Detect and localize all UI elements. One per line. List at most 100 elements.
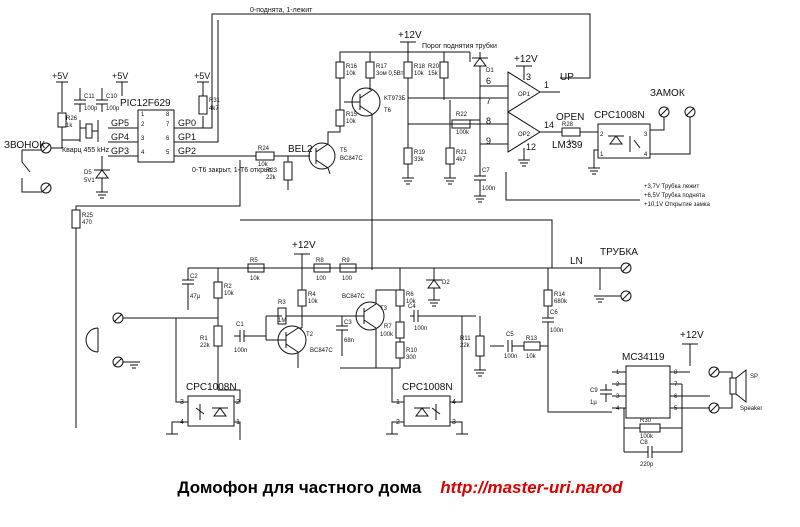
r17-body (365, 61, 375, 79)
t2-symbol (265, 268, 303, 368)
r11-ref: R11 (460, 336, 471, 342)
pin-num-2: 2 (141, 122, 145, 128)
d2-ref: D2 (442, 280, 450, 286)
relay3-body (403, 395, 451, 427)
r13-val: 10k (526, 354, 537, 360)
audio-amp: +12V MC34119 1 2 3 4 5 6 7 8 C9 1µ R30 1… (590, 330, 762, 468)
r5-body (247, 263, 265, 273)
pin-num-3: 3 (141, 136, 145, 142)
r9-body (339, 263, 357, 273)
amp-pin5: 5 (674, 406, 678, 412)
rail-12v-mid (294, 253, 310, 268)
net-up: UP (560, 72, 574, 83)
c8-ref: C8 (640, 440, 648, 446)
r24-body (255, 151, 275, 161)
r26-ref: R26 (66, 116, 78, 122)
c1-plates (239, 330, 245, 342)
r28-ref: R28 (562, 122, 574, 128)
r25-ref: R25 (82, 213, 94, 219)
r19-ref: R19 (414, 150, 426, 156)
t2-ref: T2 (306, 332, 314, 338)
pin-num-8: 8 (166, 112, 170, 118)
lm339-label: LM339 (552, 140, 583, 151)
c5-plates (474, 316, 524, 377)
r17-ref: R17 (376, 64, 388, 70)
trubka-slash-1 (621, 263, 631, 273)
microphone (85, 312, 218, 369)
c10-plates (96, 88, 108, 112)
c2-plates (182, 268, 194, 310)
c9-plates (600, 384, 612, 402)
ground-d5 (96, 191, 108, 199)
r21-body (445, 147, 455, 165)
op1-label: OP1 (518, 92, 531, 98)
c6-val: 100n (550, 328, 563, 334)
c2-ref: C2 (190, 274, 198, 280)
relay1-ground (588, 149, 600, 175)
r23-ref: R23 (266, 168, 278, 174)
amp-pin7: 7 (674, 382, 678, 388)
d5-zener (94, 162, 110, 192)
comp-pin-12: 12 (526, 142, 536, 152)
c5-val: 100n (504, 354, 517, 360)
r16-body (335, 61, 345, 79)
c1-ref: C1 (236, 322, 244, 328)
gp0-line: 0-поднята, 1-лежит (200, 7, 591, 143)
pin-gp2: GP2 (178, 146, 196, 156)
net-5v-2: +5V (112, 71, 128, 81)
c6-ref: C6 (550, 310, 558, 316)
r19-body (403, 147, 413, 165)
mic-slash-1 (113, 313, 123, 323)
r9-ref: R9 (342, 258, 350, 264)
t2-val: BC847C (310, 348, 333, 354)
r14-ref: R14 (554, 292, 566, 298)
level-notes: +3,7V Трубка лежит +6,5V Трубка поднята … (505, 172, 711, 208)
r2-ref: R2 (224, 284, 232, 290)
zvonok-switch (21, 140, 63, 193)
r2-body (213, 281, 223, 299)
relay1-pin4: 4 (644, 152, 648, 158)
r18-ref: R18 (414, 64, 426, 70)
r20-val: 15k (428, 71, 439, 77)
amp-pin8: 8 (674, 370, 678, 376)
r20-ref: R20 (428, 64, 440, 70)
pin-gp1: GP1 (178, 132, 196, 142)
level-note-3: +10,1V Открытие замка (644, 202, 711, 208)
r19-val: 33k (414, 157, 425, 163)
c5-ref: C5 (506, 332, 514, 338)
r4-val: 10k (308, 299, 319, 305)
mic-relay: CPC1008N 3 2 4 1 (166, 318, 241, 440)
r17-val: 3ом 0,5Вт (376, 71, 404, 77)
c11-ref: C11 (84, 94, 95, 100)
crystal-body (85, 123, 93, 139)
relay3-symbol (414, 404, 441, 420)
net-12v-mid: +12V (292, 240, 316, 251)
mic-slash-2 (113, 357, 123, 367)
d1-diode (472, 52, 488, 176)
comp-power (516, 65, 532, 167)
relay1-pin1: 1 (600, 152, 604, 158)
comp-pin-14: 14 (544, 120, 554, 130)
amp-pin-wires (612, 371, 710, 409)
r23-val: 22k (266, 175, 277, 181)
notes-leader (505, 172, 640, 201)
r21-val: 4k7 (456, 157, 466, 163)
r10-ref: R10 (406, 348, 418, 354)
mcu-label: PIC12F629 (120, 98, 171, 109)
zamok-label: ЗАМОК (650, 88, 685, 99)
r8-body (313, 263, 331, 273)
r25-val: 470 (82, 220, 93, 226)
c3-plates (336, 316, 348, 356)
r15-body (335, 109, 345, 127)
caption-url[interactable]: http://master-uri.narod (440, 478, 623, 497)
bel2-label: BEL2 (288, 144, 313, 155)
mcu-power: +5V +5V +5V R26 1k C11 100p C10 100p R31… (52, 71, 221, 141)
r31-ref: R31 (209, 98, 221, 104)
r9-val: 100 (342, 276, 353, 282)
r31-val: 4k7 (209, 106, 219, 112)
t5-val: BC847C (340, 156, 363, 162)
net-ln: LN (570, 256, 583, 267)
trubka-slash-2 (621, 291, 631, 301)
doorbell-input: ЗВОНОК D5 5V1 R25 470 (4, 140, 241, 428)
d5-ref: D5 (84, 170, 92, 176)
